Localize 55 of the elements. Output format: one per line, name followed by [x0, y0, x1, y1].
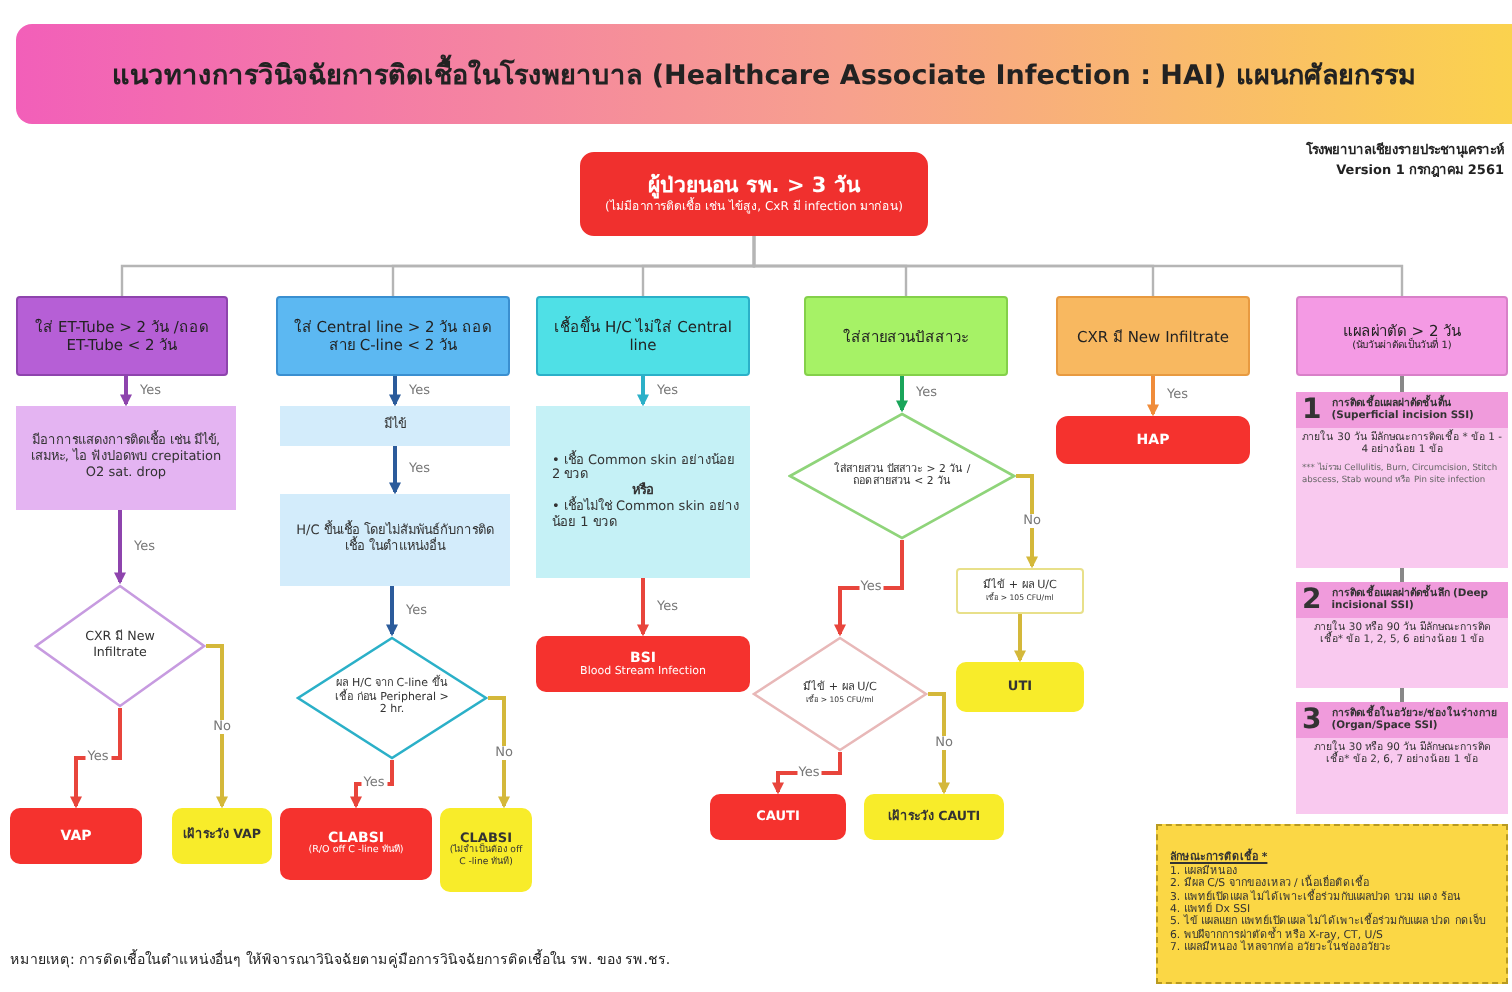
process-box: [276, 296, 510, 376]
connector-line: [1400, 688, 1404, 702]
node-text: ผู้ป่วยนอน รพ. > 3 วัน: [648, 174, 860, 199]
result-box: [10, 808, 142, 864]
connector-line: [1400, 376, 1404, 392]
process-box: [16, 406, 236, 510]
process-box: [280, 494, 510, 586]
arrow: [1014, 614, 1026, 663]
result-box: [956, 662, 1084, 712]
connector-line: [752, 236, 1404, 296]
result-box: [864, 794, 1004, 840]
connector-line: [1400, 568, 1404, 582]
process-box: [804, 296, 1008, 376]
arrow: [772, 752, 842, 795]
arrow: [389, 446, 401, 495]
step-number: 2: [1302, 586, 1322, 614]
arrow: [928, 692, 950, 795]
arrow: [637, 578, 649, 637]
result-box: [1056, 416, 1250, 464]
process-box: [536, 296, 750, 376]
note-box: [1156, 824, 1508, 984]
decision-diamond: [788, 412, 1016, 540]
arrow: [206, 644, 228, 809]
step-box: [1296, 702, 1508, 814]
arrow: [488, 696, 510, 809]
arrow: [386, 586, 398, 637]
arrow: [896, 376, 908, 413]
process-box: [536, 406, 750, 578]
result-box: [440, 808, 532, 892]
arrow: [389, 376, 401, 407]
result-box: [172, 808, 272, 864]
result-box: [710, 794, 846, 840]
step-box: [1296, 582, 1508, 688]
title-banner: แนวทางการวินิจฉัยการติดเชื้อในโรงพยาบาล (Healthcare Associate Infection : HAI) แผนกศัลยกรรม: [16, 24, 1512, 124]
arrow: [120, 376, 132, 407]
arrow: [1016, 474, 1038, 569]
step-number: 3: [1302, 706, 1322, 734]
step-box: [1296, 392, 1508, 568]
process-box: [956, 568, 1084, 614]
arrow: [70, 708, 122, 809]
result-box: [280, 808, 432, 880]
arrow: [834, 540, 904, 637]
step-number: 1: [1302, 396, 1322, 424]
process-box: [1296, 296, 1508, 376]
process-box: [280, 406, 510, 446]
arrow: [1147, 376, 1159, 417]
process-box: [16, 296, 228, 376]
start-box: [580, 152, 928, 236]
decision-diamond: [752, 636, 928, 752]
decision-diamond: [296, 636, 488, 760]
decision-diamond: [34, 584, 206, 708]
arrow: [637, 376, 649, 407]
process-box: [1056, 296, 1250, 376]
result-box: [536, 636, 750, 692]
arrow: [114, 510, 126, 585]
